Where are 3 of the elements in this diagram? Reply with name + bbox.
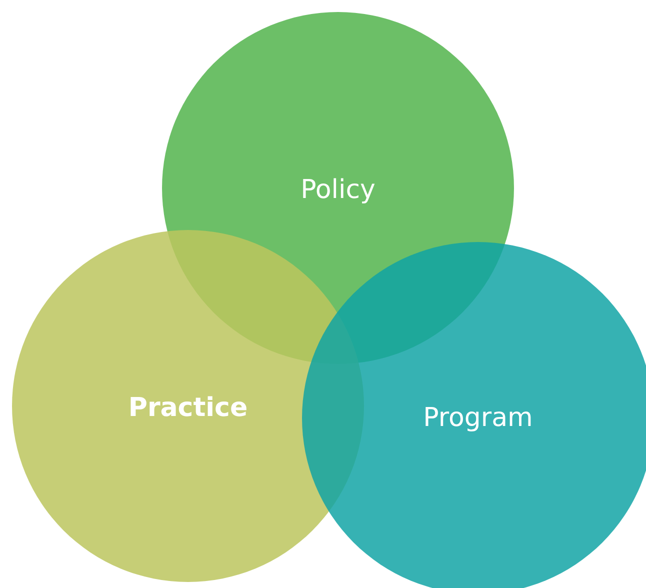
circle-label: Policy (300, 175, 376, 205)
circle-label: Practice (128, 393, 248, 423)
circle-label: Program (423, 403, 533, 433)
